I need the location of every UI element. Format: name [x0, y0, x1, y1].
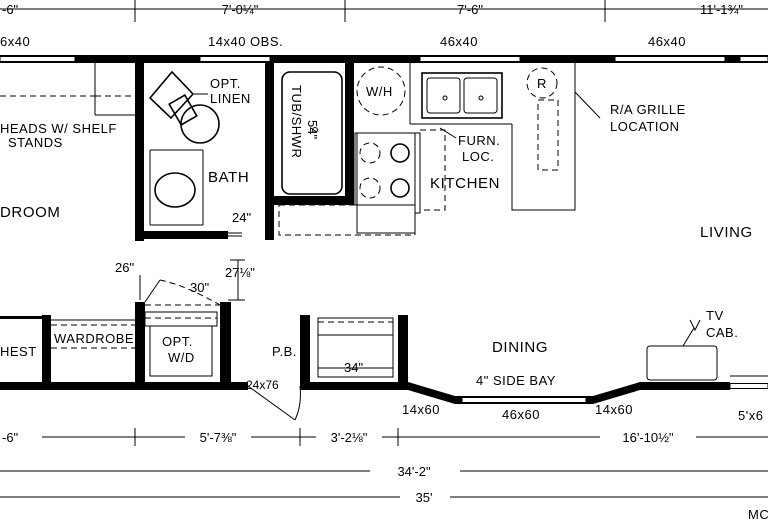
room-label-dining: DINING: [492, 339, 548, 356]
window-label-living: 46x40: [648, 34, 686, 49]
pantry-area: P.B. 34": [272, 315, 408, 387]
bath-sink: [154, 172, 196, 208]
tub-area: TUB/SHWR 54": [265, 63, 416, 240]
window-label-bay-right: 14x60: [595, 402, 633, 417]
room-label-bedroom: DROOM: [0, 204, 61, 221]
grille-label-1: R/A GRILLE: [610, 102, 686, 117]
dim-total-inner: 34'-2": [397, 464, 431, 479]
window-top-left: [0, 56, 76, 62]
window-label-bay-center: 46x60: [502, 407, 540, 422]
side-bay-label: 4" SIDE BAY: [476, 373, 556, 388]
dim-total-outer: 35': [416, 490, 433, 505]
window-living: [614, 56, 726, 62]
exterior-wall-bottom: 4" SIDE BAY 24x76: [0, 373, 768, 421]
washer-dryer: [149, 325, 213, 377]
room-label-living: LIVING: [700, 224, 753, 241]
water-heater: [356, 66, 406, 116]
window-label-bath: 14x40 OBS.: [208, 34, 283, 49]
dim-top-3: 7'-6": [457, 2, 483, 17]
tub-shower: [281, 71, 343, 195]
dim-top-2: 7'-0¼": [222, 2, 259, 17]
closet-row: HEST WARDROBE OPT. W/D: [0, 275, 231, 385]
dim-pantry-width: 34": [344, 360, 363, 375]
opt-linen-label-2: LINEN: [210, 91, 251, 106]
dim-bath-wall: 24": [232, 210, 251, 225]
window-label-kitchen: 46x40: [440, 34, 478, 49]
room-label-kitchen: KITCHEN: [430, 175, 500, 192]
range-hood: [526, 67, 558, 99]
water-heater-label: W/H: [366, 84, 393, 99]
exterior-wall-top: [0, 55, 768, 63]
opt-linen-label-1: OPT.: [210, 76, 241, 91]
furnace: [419, 129, 446, 211]
room-label-bath: BATH: [208, 169, 249, 186]
grille-label-2: LOCATION: [610, 119, 680, 134]
wardrobe-label: WARDROBE: [54, 331, 134, 346]
dim-bottom-2: 5'-7⅜": [200, 430, 237, 445]
closet-dimensions: 27⅛" 26" 30": [115, 259, 255, 301]
wd-label-2: W/D: [168, 350, 195, 365]
bath-area: OPT. LINEN BATH 24": [135, 63, 251, 241]
dim-bottom-4: 16'-10½": [622, 430, 674, 445]
dim-wd-width: 30": [190, 280, 209, 295]
kitchen-sink: [421, 72, 503, 119]
dim-bottom-1: -6": [2, 430, 19, 445]
furnace-label-2: LOC.: [462, 149, 494, 164]
bedroom-area: HEADS W/ SHELF STANDS DROOM: [0, 63, 135, 221]
window-label-front-right: 5'x6: [738, 408, 763, 423]
dim-top-4: 11'-1¾": [700, 2, 743, 17]
window-front-right: [729, 383, 768, 389]
top-dimension-line: -6" 7'-0¼" 7'-6" 11'-1¾": [0, 0, 768, 22]
window-label-entry: 24x76: [246, 378, 279, 392]
entry-door: [247, 385, 296, 421]
overall-dimensions: 34'-2" 35': [0, 463, 768, 505]
chest-label: HEST: [0, 344, 37, 359]
dim-top-1: -6": [2, 2, 19, 17]
toilet-tank: [168, 94, 198, 126]
dim-closet-depth: 27⅛": [225, 265, 255, 280]
wd-label-1: OPT.: [162, 334, 193, 349]
window-bay-center: [461, 397, 587, 403]
corner-label: MC: [748, 507, 768, 522]
window-kitchen: [419, 56, 521, 62]
tv-cabinet: TV CAB.: [646, 308, 738, 381]
toilet-bowl: [180, 104, 220, 144]
dim-tub: 54": [305, 120, 320, 139]
stands-label: STANDS: [8, 135, 63, 150]
window-label-bay-left: 14x60: [402, 402, 440, 417]
furnace-label-1: FURN.: [458, 133, 500, 148]
range-label: R: [537, 76, 547, 91]
tv-label-1: TV: [706, 308, 724, 323]
kitchen-area: W/H R R/A GRILLE LOCATION FURN. LOC. KIT…: [354, 63, 686, 234]
window-label-top-left: 6x40: [0, 34, 30, 49]
heads-label: HEADS W/ SHELF: [0, 121, 117, 136]
pantry-label: P.B.: [272, 344, 297, 359]
bottom-dimension-line: -6" 5'-7⅜" 3'-2⅛" 16'-10½": [0, 428, 768, 446]
dim-bottom-3: 3'-2⅛": [331, 430, 368, 445]
window-bath: [199, 56, 271, 62]
tub-label: TUB/SHWR: [289, 85, 304, 158]
dim-wardrobe-door: 26": [115, 260, 134, 275]
tv-label-2: CAB.: [706, 325, 738, 340]
